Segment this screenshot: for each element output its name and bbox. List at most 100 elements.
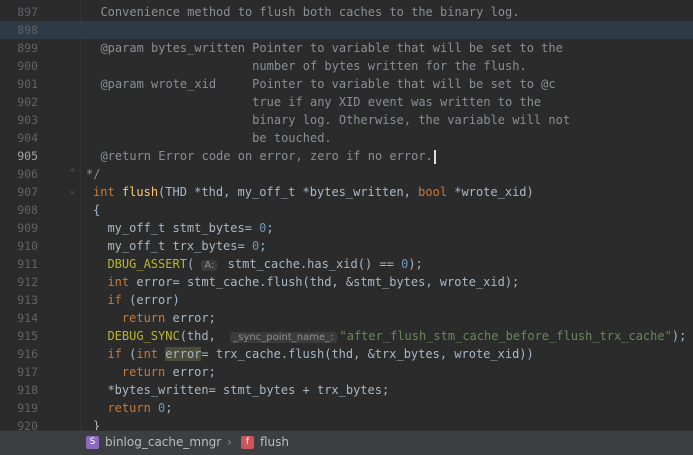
code-text: (THD *thd, my_off_t *bytes_written, (158, 185, 419, 199)
keyword: if (107, 293, 122, 307)
param-hint: A: (201, 260, 218, 271)
number-literal: 0 (259, 221, 267, 235)
doc-comment: true if any XID event was written to the (86, 95, 542, 109)
code-line[interactable]: 900 number of bytes written for the flus… (0, 57, 693, 75)
code-text: = trx_cache.flush(thd, &trx_bytes, wrote… (201, 347, 534, 361)
code-line[interactable]: 919 return 0; (0, 399, 693, 417)
code-line[interactable]: 909 my_off_t stmt_bytes= 0; (0, 219, 693, 237)
code-text: ( (186, 257, 195, 271)
code-line[interactable]: 913 if (error) (0, 291, 693, 309)
keyword: return (107, 401, 151, 415)
code-line[interactable]: 914 return error; (0, 309, 693, 327)
line-number: 916 (17, 347, 38, 361)
keyword: if (107, 347, 122, 361)
code-text: error; (165, 311, 216, 325)
code-text: stmt_cache (220, 257, 300, 271)
doc-comment: be touched. (86, 131, 332, 145)
macro-name: DEBUG_SYNC (107, 329, 180, 343)
code-text: ); (408, 257, 423, 271)
code-line[interactable]: 899 @param bytes_written Pointer to vari… (0, 39, 693, 57)
fold-toggle-icon[interactable]: ⌃ (69, 168, 76, 178)
keyword: int (136, 347, 159, 361)
code-line[interactable]: 898 (0, 21, 693, 39)
doc-comment: binary log. Otherwise, the variable will… (86, 113, 571, 127)
line-number: 907 (17, 185, 38, 199)
line-number: 913 (17, 293, 38, 307)
code-line[interactable]: 906*/⌃ (0, 165, 693, 183)
doc-comment: Convenience method to flush both caches … (86, 5, 520, 19)
line-number: 903 (17, 113, 38, 127)
code-text: (error) (121, 293, 180, 307)
string-literal: "after_flush_stm_cache_before_flush_trx_… (339, 329, 672, 343)
code-text: ; (165, 401, 173, 415)
code-text: { (93, 203, 101, 217)
code-editor[interactable]: 897 Convenience method to flush both cac… (0, 0, 693, 430)
code-text: *bytes_written= stmt_bytes + trx_bytes; (93, 383, 390, 397)
code-line[interactable]: 903 binary log. Otherwise, the variable … (0, 111, 693, 129)
function-icon: f (241, 435, 254, 449)
doc-comment: @return Error code on error, zero if no … (86, 149, 433, 163)
code-line[interactable]: 897 Convenience method to flush both cac… (0, 3, 693, 21)
code-text: .has_xid() == (299, 257, 402, 271)
line-number: 909 (17, 221, 38, 235)
code-text: error= stmt_cache.flush(thd, &stmt_bytes… (129, 275, 520, 289)
param-hint: _sync_point_name_: (230, 332, 337, 343)
code-text: error; (165, 365, 216, 379)
class-icon: S (86, 435, 99, 449)
text-caret (433, 149, 436, 164)
breadcrumb-bar: S binlog_cache_mngr › f flush (0, 430, 693, 455)
line-number: 915 (17, 329, 38, 343)
doc-comment: */ (86, 167, 101, 181)
code-line[interactable]: 912 int error= stmt_cache.flush(thd, &st… (0, 273, 693, 291)
line-number: 905 (17, 149, 38, 163)
code-line[interactable]: 915 DEBUG_SYNC(thd, _sync_point_name_:"a… (0, 327, 693, 345)
code-line[interactable]: 910 my_off_t trx_bytes= 0; (0, 237, 693, 255)
doc-comment: @param wrote_xid Pointer to variable tha… (86, 77, 556, 91)
line-number: 901 (17, 77, 38, 91)
breadcrumb-function[interactable]: f flush (241, 435, 289, 449)
keyword: return (121, 365, 166, 379)
line-number: 908 (17, 203, 38, 217)
macro-name: DBUG_ASSERT (107, 257, 187, 271)
code-line[interactable]: 917 return error; (0, 363, 693, 381)
keyword: int (93, 185, 115, 199)
line-number: 898 (17, 23, 38, 37)
code-line[interactable]: 902 true if any XID event was written to… (0, 93, 693, 111)
line-number: 912 (17, 275, 38, 289)
code-line[interactable]: 905 @return Error code on error, zero if… (0, 147, 693, 165)
breadcrumb-separator: › (227, 435, 232, 449)
code-text: ( (121, 347, 137, 361)
number-literal: 0 (401, 257, 409, 271)
code-line[interactable]: 908 { (0, 201, 693, 219)
line-number: 910 (17, 239, 38, 253)
keyword: int (107, 275, 130, 289)
code-line[interactable]: 901 @param wrote_xid Pointer to variable… (0, 75, 693, 93)
function-name: flush (121, 185, 159, 199)
doc-comment: @param bytes_written Pointer to variable… (86, 41, 563, 55)
code-line[interactable]: 904 be touched. (0, 129, 693, 147)
code-line[interactable]: 916 if (int error= trx_cache.flush(thd, … (0, 345, 693, 363)
code-text: my_off_t trx_bytes= (93, 239, 252, 253)
line-number: 900 (17, 59, 38, 73)
doc-comment: number of bytes written for the flush. (86, 59, 527, 73)
line-number: 918 (17, 383, 38, 397)
fold-toggle-icon[interactable]: ⌄ (69, 186, 76, 196)
number-literal: 0 (251, 239, 260, 253)
breadcrumb-function-label: flush (260, 435, 290, 449)
line-number: 897 (17, 5, 38, 19)
breadcrumb-class[interactable]: S binlog_cache_mngr (86, 435, 221, 449)
code-line[interactable]: 907 int flush(THD *thd, my_off_t *bytes_w… (0, 183, 693, 201)
line-number: 920 (17, 419, 38, 430)
code-line[interactable]: 918 *bytes_written= stmt_bytes + trx_byt… (0, 381, 693, 399)
code-text: } (93, 419, 101, 430)
line-number: 919 (17, 401, 38, 415)
keyword: bool (418, 185, 448, 199)
code-text: ); (671, 329, 687, 343)
code-line[interactable]: 911 DBUG_ASSERT( A: stmt_cache.has_xid()… (0, 255, 693, 273)
keyword: return (121, 311, 166, 325)
breadcrumb-class-label: binlog_cache_mngr (105, 435, 222, 449)
line-number: 899 (17, 41, 38, 55)
highlighted-variable: error (165, 347, 202, 361)
line-number: 917 (17, 365, 38, 379)
code-line[interactable]: 920} (0, 417, 693, 430)
